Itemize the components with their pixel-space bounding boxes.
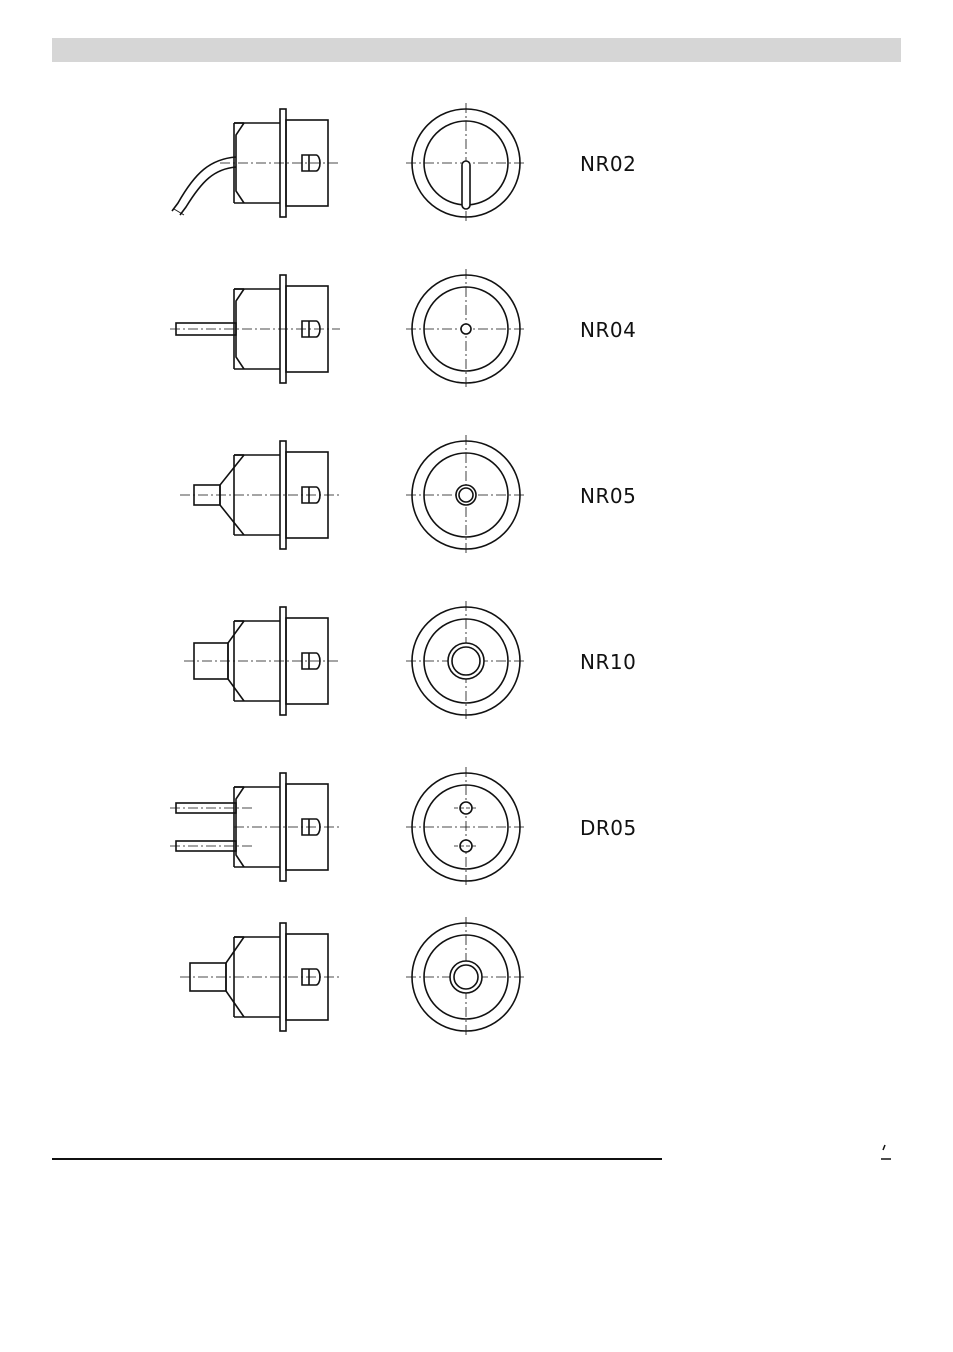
label-nr04: NR04	[580, 318, 636, 342]
label-dr05: DR05	[580, 816, 637, 840]
label-nr10: NR10	[580, 650, 636, 674]
label-nr05: NR05	[580, 484, 636, 508]
nozzle-nr04-side	[170, 275, 340, 383]
nozzle-nr02-side	[172, 109, 340, 217]
nozzle-6-front	[406, 917, 526, 1037]
nozzle-nr10-side	[184, 607, 340, 715]
nozzle-nr05-side	[180, 441, 340, 549]
nozzle-6-side	[180, 923, 340, 1031]
nozzle-nr10-front	[406, 601, 526, 721]
nozzle-nr04-front	[406, 269, 526, 389]
nozzle-nr02-front	[406, 103, 526, 223]
nozzle-dr05-side	[170, 773, 340, 881]
nozzle-dr05-front	[406, 767, 526, 887]
label-nr02: NR02	[580, 152, 636, 176]
footer-rule	[52, 1158, 662, 1160]
nozzle-nr05-front	[406, 435, 526, 555]
page-mark-icon	[878, 1143, 894, 1161]
